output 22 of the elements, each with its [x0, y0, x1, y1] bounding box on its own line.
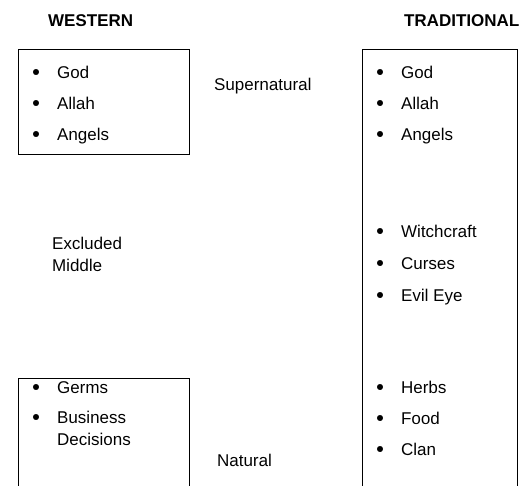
column-heading: WESTERN	[48, 10, 133, 32]
bullet-item: Evil Eye	[377, 285, 462, 308]
bullet-item: Clan	[377, 439, 436, 462]
column-heading: TRADITIONAL	[404, 10, 520, 32]
bullet-item: Allah	[377, 93, 439, 116]
bullet-item: Witchcraft	[377, 221, 477, 244]
bullet-item: Allah	[33, 93, 95, 116]
list-box	[18, 378, 190, 486]
category-label: Natural	[217, 450, 272, 472]
bullet-item: Business Decisions	[33, 407, 153, 452]
bullet-item: Germs	[33, 377, 153, 400]
list-box	[18, 49, 190, 155]
bullet-item: God	[377, 62, 434, 84]
bullet-item: God	[33, 62, 90, 84]
bullet-item: Angels	[33, 124, 109, 146]
bullet-item: Curses	[377, 253, 455, 276]
category-label: Supernatural	[214, 74, 312, 96]
category-label: Excluded Middle	[52, 233, 123, 278]
bullet-item: Food	[377, 408, 440, 430]
list-box	[362, 49, 518, 486]
bullet-item: Herbs	[377, 377, 446, 400]
bullet-item: Angels	[377, 124, 453, 146]
